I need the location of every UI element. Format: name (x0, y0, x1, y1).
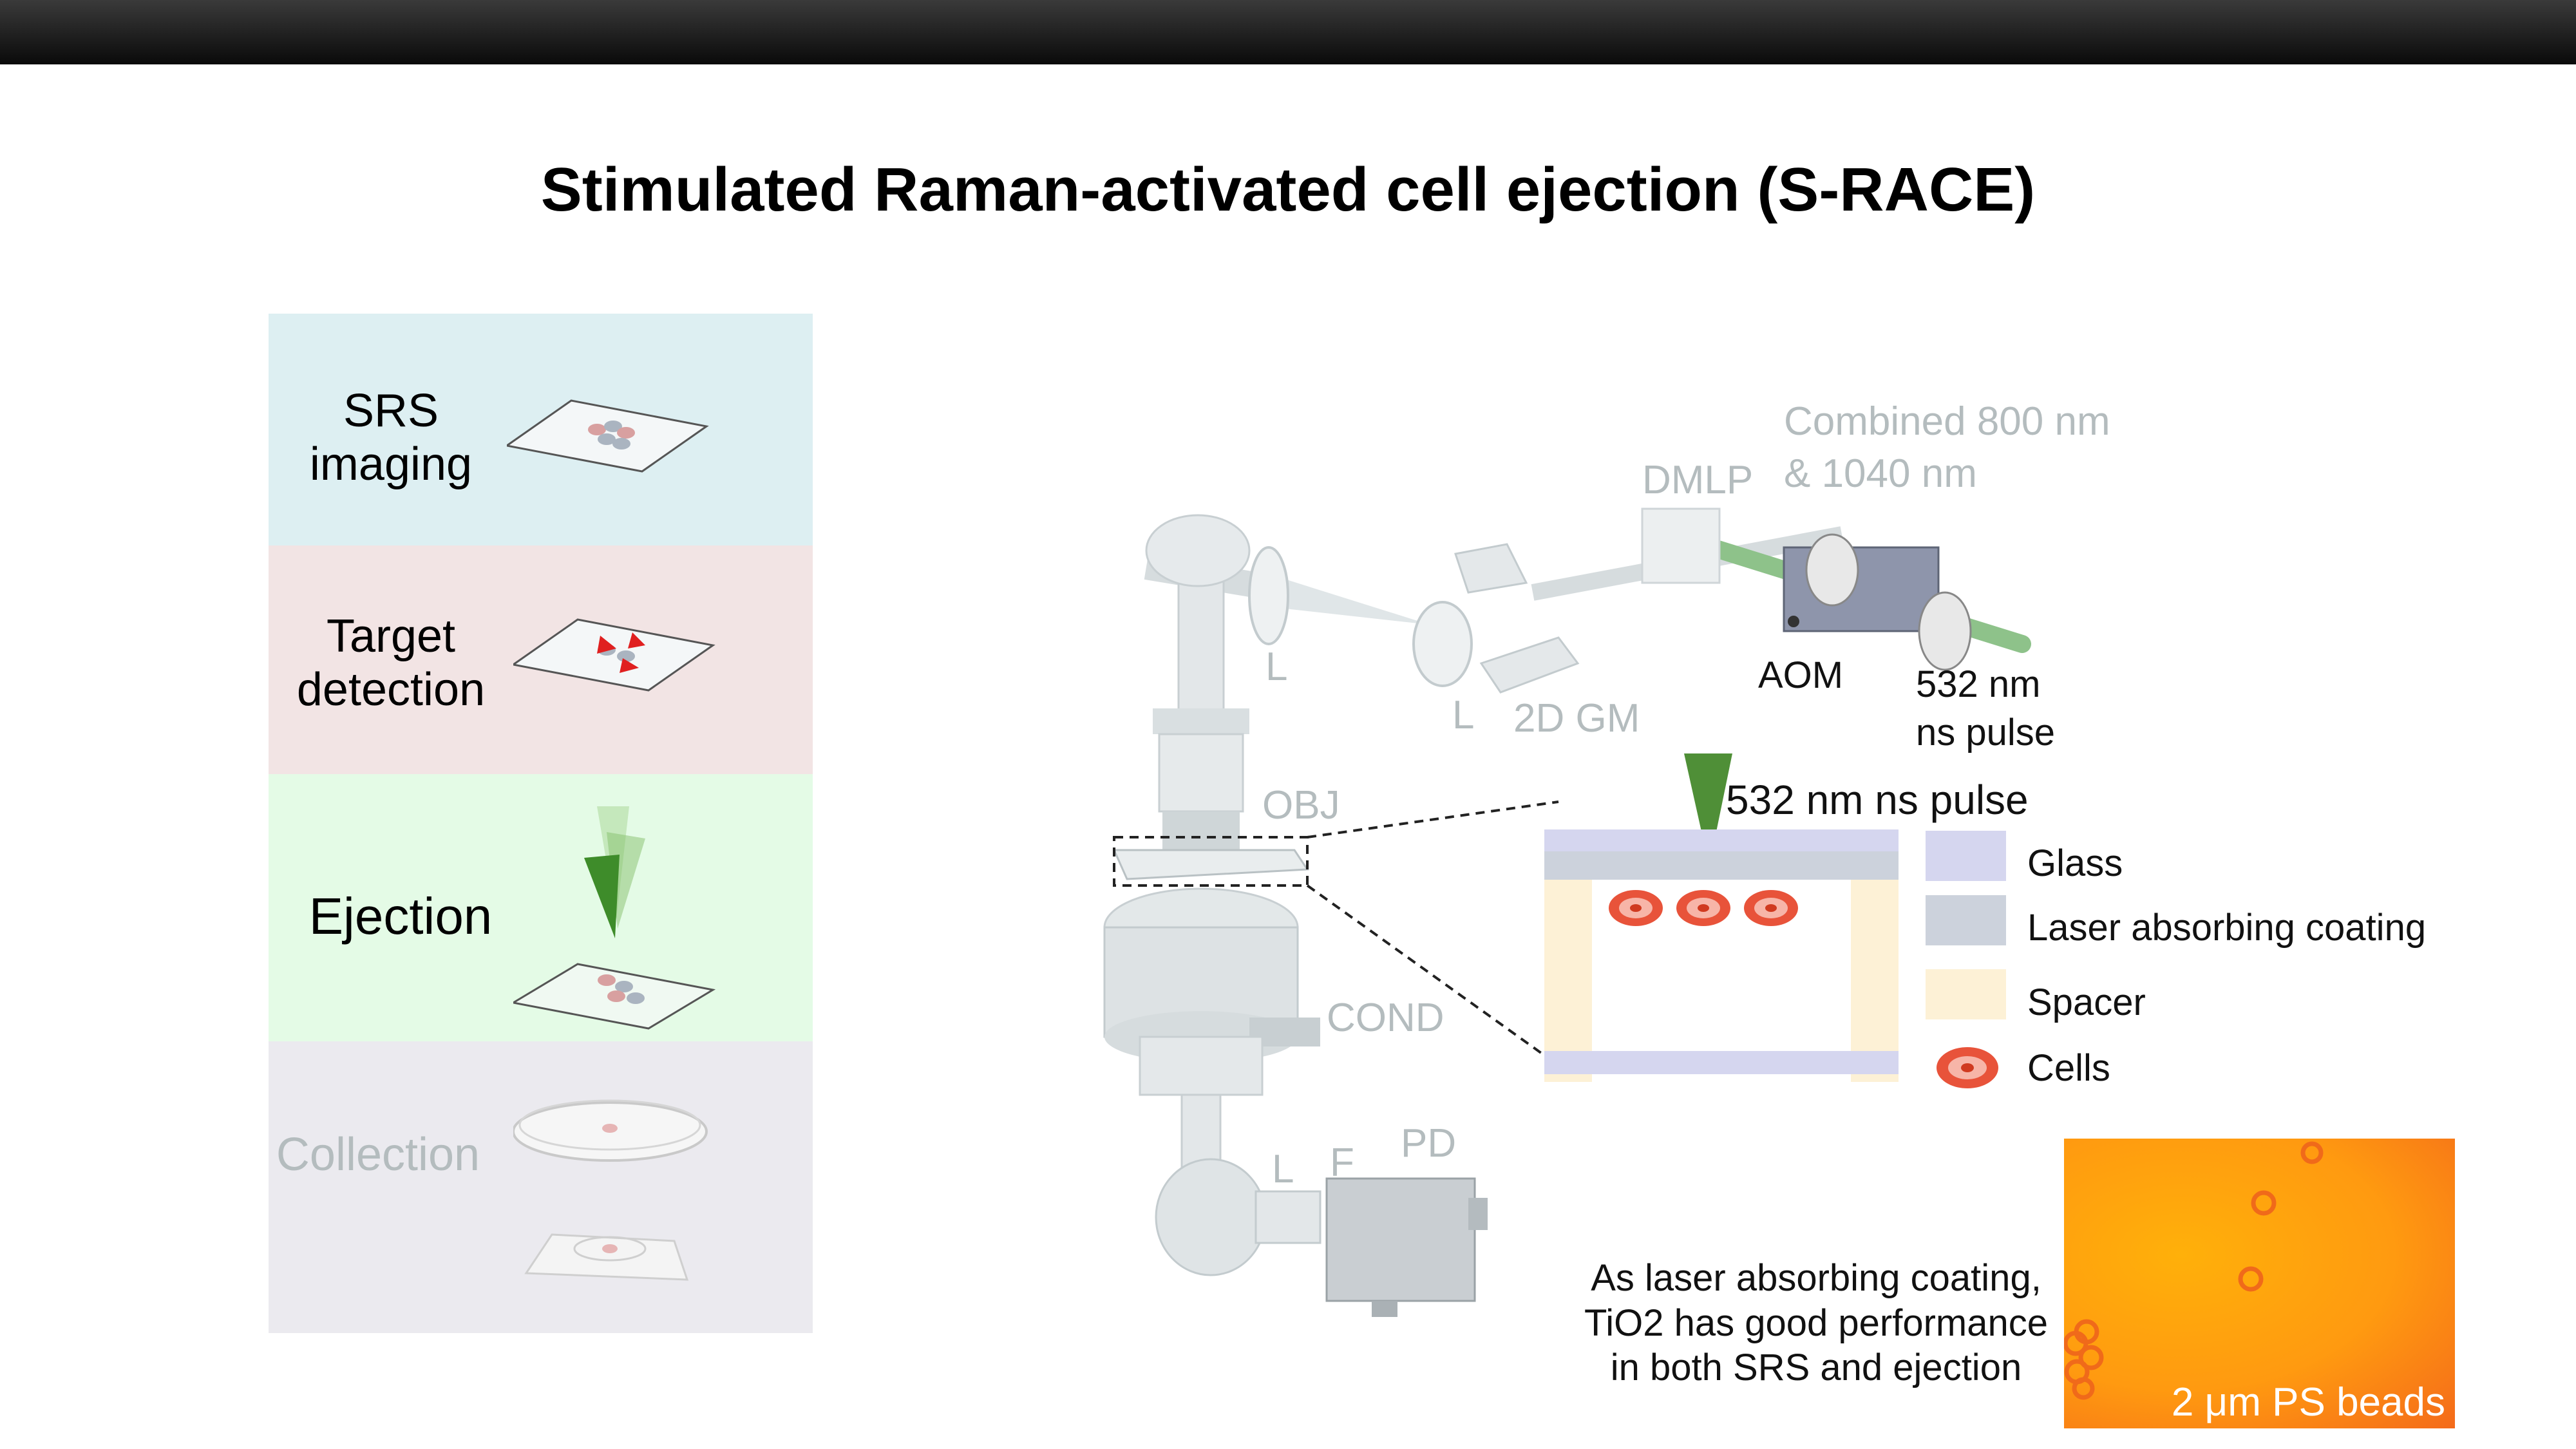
optical-setup-drawing (1103, 507, 2031, 1317)
legend-label-coating: Laser absorbing coating (2027, 907, 2427, 949)
coating-note-line-2: TiO2 has good performance (1584, 1302, 2048, 1344)
micrograph-caption: 2 μm PS beads (2171, 1380, 2445, 1425)
collection-dish-icon (513, 1099, 708, 1281)
dmlp-label: DMLP (1642, 458, 1754, 502)
step-target-label-1: Target (326, 611, 456, 662)
top-bar (0, 0, 2576, 64)
pulse-label-2: ns pulse (1916, 712, 2056, 754)
photodiode-label: PD (1401, 1121, 1457, 1166)
sample-cross-section (1544, 753, 1899, 1082)
ps-beads-micrograph: 2 μm PS beads (2064, 1139, 2455, 1428)
legend-swatch-glass (1926, 831, 2006, 881)
step-collection-label: Collection (276, 1129, 480, 1180)
step-srs-label-2: imaging (309, 438, 473, 490)
combined-beam-label-1: Combined 800 nm (1784, 399, 2110, 444)
cell-marker (1744, 890, 1798, 926)
slide-title: Stimulated Raman-activated cell ejection… (540, 155, 2036, 224)
step-ejection-label: Ejection (308, 887, 493, 945)
filter-label: F (1330, 1141, 1354, 1185)
sample-slide-icon (507, 399, 709, 473)
legend-cell-icon (1937, 1047, 1998, 1088)
legend-swatch-coating (1926, 895, 2006, 945)
lens-lower-label: L (1272, 1147, 1294, 1191)
inset-pulse-label: 532 nm ns pulse (1726, 777, 2029, 823)
aom-label: AOM (1758, 654, 1844, 696)
bead-circles (2064, 1141, 2324, 1400)
condenser-label: COND (1327, 996, 1444, 1040)
step-ejection: Ejection (269, 774, 813, 1041)
legend-swatch-spacer (1926, 969, 2006, 1019)
legend-label-glass: Glass (2027, 842, 2123, 884)
step-target-label-2: detection (296, 663, 486, 715)
legend-label-spacer: Spacer (2027, 981, 2146, 1023)
combined-beam-label: Combined 800 nm & 1040 nm (1784, 396, 2110, 500)
galvo-mirror-label: 2D GM (1513, 696, 1640, 741)
legend-label-cells: Cells (2027, 1047, 2110, 1089)
lens-middle-label: L (1452, 693, 1475, 737)
coating-note: As laser absorbing coating, TiO2 has goo… (1552, 1256, 2080, 1390)
coating-note-line-3: in both SRS and ejection (1610, 1347, 2022, 1389)
lens-upper-label: L (1265, 645, 1288, 689)
ejection-slide-icon (513, 806, 716, 1030)
pulse-label-1: 532 nm (1916, 663, 2041, 705)
coating-note-line-1: As laser absorbing coating, (1591, 1257, 2041, 1299)
cell-marker (1609, 890, 1663, 926)
pulse-label: 532 nm ns pulse (1916, 660, 2055, 757)
target-slide-icon (513, 618, 715, 692)
step-collection: Collection (269, 1041, 813, 1333)
objective-label: OBJ (1262, 783, 1340, 828)
cell-marker (1676, 890, 1730, 926)
step-target-detection: Target detection (269, 545, 813, 774)
step-srs-imaging: SRS imaging (269, 314, 813, 545)
combined-beam-label-2: & 1040 nm (1784, 451, 1977, 496)
step-srs-label-1: SRS (343, 385, 439, 437)
